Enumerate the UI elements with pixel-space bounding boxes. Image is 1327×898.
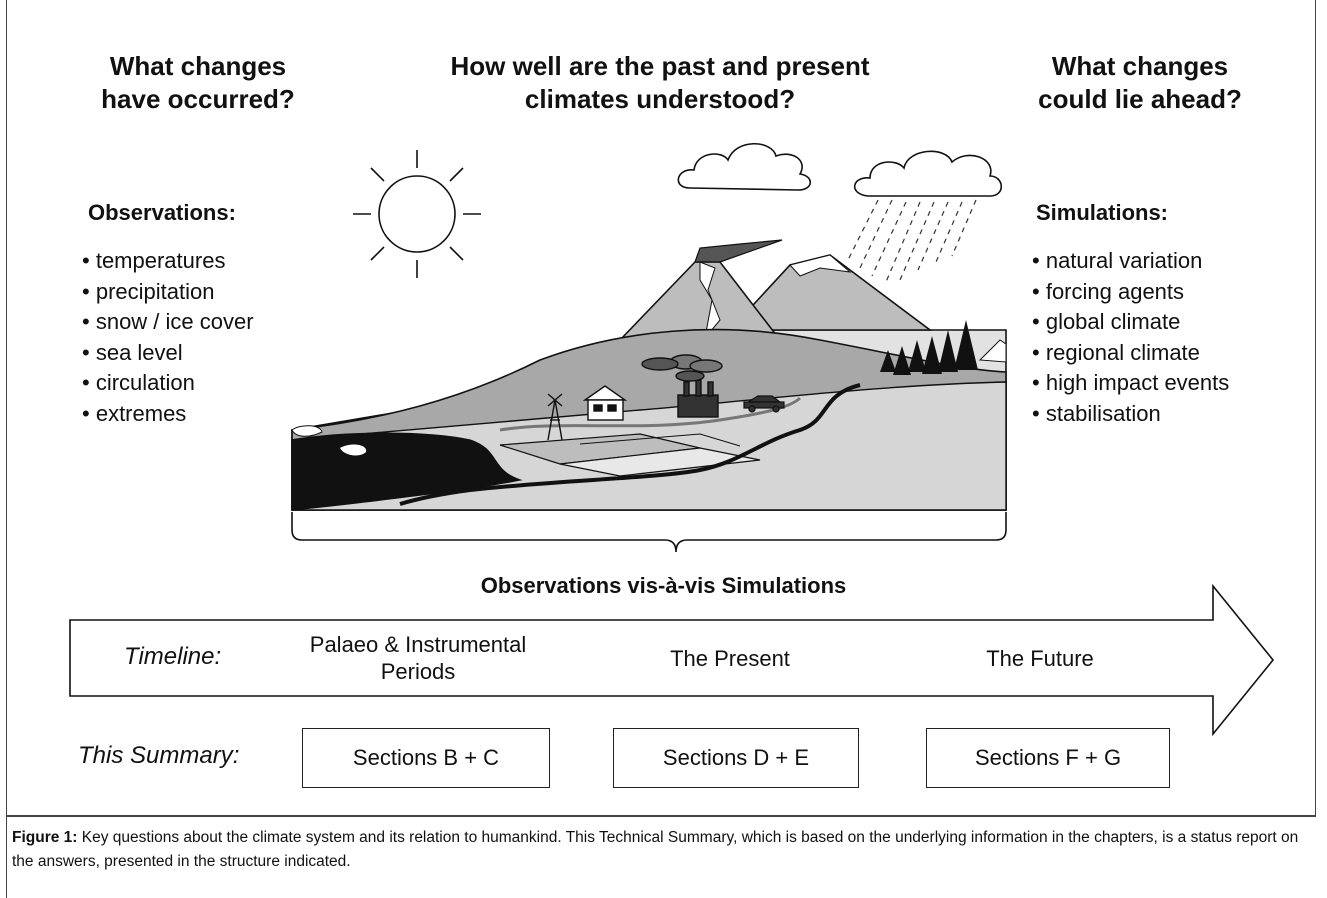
period-past-line1: Palaeo & Instrumental xyxy=(309,632,527,657)
question-present: How well are the past and present climat… xyxy=(400,50,920,116)
landscape-illustration xyxy=(291,239,1007,511)
simulations-list: natural variation forcing agents global … xyxy=(1032,246,1229,429)
period-past: Palaeo & Instrumental Periods xyxy=(268,631,568,685)
question-future-line1: What changes xyxy=(1051,51,1229,81)
figure-caption: Figure 1: Key questions about the climat… xyxy=(12,826,1312,874)
period-present: The Present xyxy=(670,646,790,671)
list-item: snow / ice cover xyxy=(82,307,254,338)
caption-frame xyxy=(6,816,1316,898)
caption-prefix: Figure 1: xyxy=(12,829,78,846)
brace-icon xyxy=(291,512,1007,553)
list-item: regional climate xyxy=(1032,338,1229,369)
list-item: extremes xyxy=(82,399,254,430)
timeline-arrow xyxy=(69,583,1275,737)
period-past-line2: Periods xyxy=(380,659,456,684)
period-future: The Future xyxy=(986,646,1094,671)
question-present-line1: How well are the past and present xyxy=(450,51,870,81)
sections-fg-box: Sections F + G xyxy=(926,728,1170,788)
simulations-title: Simulations: xyxy=(1036,200,1169,225)
cloud-icon xyxy=(677,143,812,191)
sections-de-box: Sections D + E xyxy=(613,728,859,788)
summary-label: This Summary: xyxy=(78,742,240,769)
rain-cloud-icon xyxy=(853,150,1003,197)
list-item: temperatures xyxy=(82,246,254,277)
question-present-line2: climates understood? xyxy=(524,84,796,114)
list-item: forcing agents xyxy=(1032,277,1229,308)
sun-icon xyxy=(353,150,481,278)
observations-title: Observations: xyxy=(88,200,236,225)
list-item: circulation xyxy=(82,368,254,399)
sections-bc-box: Sections B + C xyxy=(302,728,550,788)
list-item: sea level xyxy=(82,338,254,369)
figure-frame xyxy=(6,0,1316,816)
list-item: high impact events xyxy=(1032,368,1229,399)
bridge-label: Observations vis-à-vis Simulations xyxy=(480,573,847,598)
question-past-line2: have occurred? xyxy=(101,84,295,114)
question-past-line1: What changes xyxy=(109,51,287,81)
list-item: natural variation xyxy=(1032,246,1229,277)
timeline-label: Timeline: xyxy=(124,643,222,670)
observations-list: temperatures precipitation snow / ice co… xyxy=(82,246,254,429)
caption-text: Key questions about the climate system a… xyxy=(12,829,1299,870)
rain-icon xyxy=(847,199,977,283)
question-future-line2: could lie ahead? xyxy=(1038,84,1242,114)
list-item: precipitation xyxy=(82,277,254,308)
question-future: What changes could lie ahead? xyxy=(1020,50,1260,116)
question-past: What changes have occurred? xyxy=(78,50,318,116)
list-item: stabilisation xyxy=(1032,399,1229,430)
list-item: global climate xyxy=(1032,307,1229,338)
